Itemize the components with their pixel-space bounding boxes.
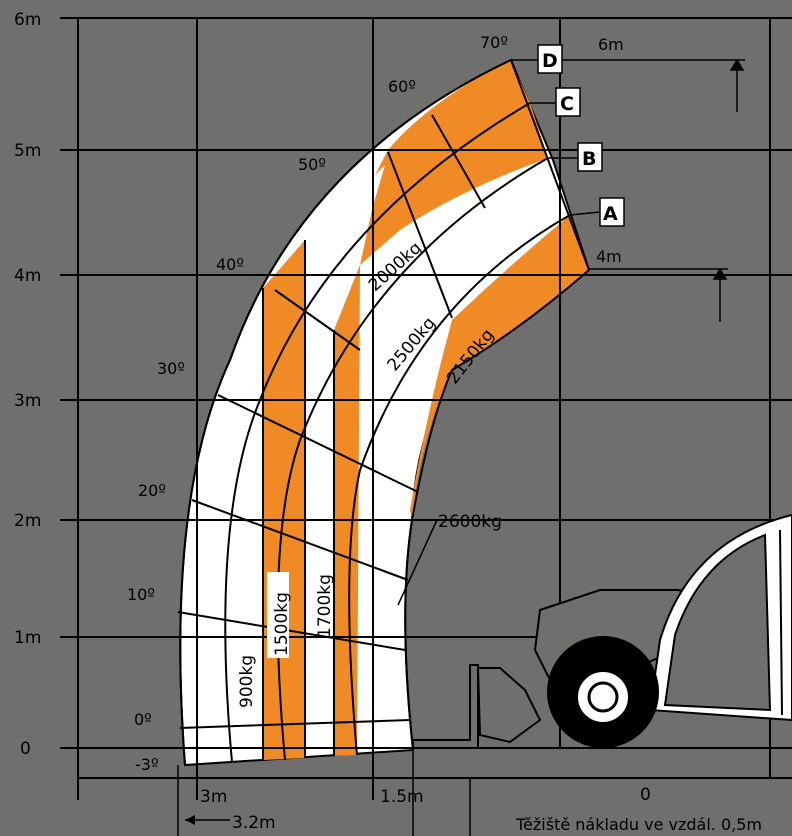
angle-20: 20º <box>138 481 166 500</box>
x-offset-label: 3.2m <box>232 813 276 833</box>
band-orange-a <box>410 215 589 520</box>
y-label-2m: 2m <box>14 511 41 531</box>
label-b: B <box>582 148 596 170</box>
arc-2 <box>224 102 531 763</box>
arc-4 <box>348 214 571 756</box>
y-label-3m: 3m <box>14 391 41 411</box>
radial-10 <box>177 611 406 651</box>
y-label-1m: 1m <box>14 628 41 648</box>
x-label-15m: 1.5m <box>380 787 424 807</box>
cab-frame <box>779 529 783 716</box>
wheel-hub <box>587 681 619 713</box>
load-2600: 2600kg <box>438 512 502 532</box>
leader-a <box>569 211 601 216</box>
angle-0: 0º <box>134 710 152 729</box>
radial-40 <box>274 289 361 351</box>
height-markers <box>562 58 745 322</box>
box-c <box>555 87 581 117</box>
y-label-6m: 6m <box>14 10 41 30</box>
boom-end-d <box>510 59 590 271</box>
box-b <box>577 142 603 172</box>
leader-2600 <box>397 519 438 606</box>
box-a <box>599 197 625 227</box>
label-c: C <box>560 93 574 115</box>
y-axis-labels: 6m 5m 4m 3m 2m 1m 0 <box>14 10 41 759</box>
angle-40: 40º <box>216 255 244 274</box>
arc-inner <box>404 269 590 751</box>
x-caption: Těžiště nákladu ve vzdál. 0,5m <box>515 815 762 834</box>
height-6m-label: 6m <box>598 35 624 54</box>
angle-labels: 70º 60º 50º 40º 30º 20º 10º 0º -3º <box>127 33 508 774</box>
load-900: 900kg <box>237 655 257 708</box>
load-1500-bg <box>267 572 289 658</box>
label-a: A <box>603 203 618 225</box>
y-label-0: 0 <box>20 739 31 759</box>
envelope-arcs <box>177 59 590 766</box>
radial-60 <box>431 114 486 209</box>
fork <box>412 664 479 749</box>
band-orange-1500 <box>263 240 305 760</box>
radial-20 <box>191 499 409 581</box>
radial-30 <box>217 394 419 493</box>
radial-50 <box>387 151 453 319</box>
box-d <box>537 44 563 74</box>
x-axis-labels: 3m 1.5m 0 3.2m Těžiště nákladu ve vzdál.… <box>177 750 762 836</box>
height-4m-label: 4m <box>596 247 622 266</box>
y-label-5m: 5m <box>14 141 41 161</box>
arc-outer <box>179 59 512 766</box>
angle-70: 70º <box>480 33 508 52</box>
boom-position-labels: D C B A <box>511 44 625 227</box>
angle-minus3: -3º <box>135 755 159 774</box>
angle-10: 10º <box>127 585 155 604</box>
load-1700: 1700kg <box>315 574 335 638</box>
y-label-4m: 4m <box>14 266 41 286</box>
x-label-0: 0 <box>640 785 651 805</box>
load-1500: 1500kg <box>272 592 292 656</box>
cab-window <box>663 533 772 712</box>
band-orange-1700 <box>334 265 360 756</box>
angle-30: 30º <box>157 359 185 378</box>
label-d: D <box>542 50 558 72</box>
telehandler-drawing <box>412 513 792 749</box>
height-4m-arrowhead <box>712 267 728 280</box>
radial-0 <box>179 719 411 729</box>
angle-50: 50º <box>298 155 326 174</box>
x-offset-arrowhead <box>185 815 195 825</box>
angle-60: 60º <box>388 77 416 96</box>
x-label-3m: 3m <box>200 787 227 807</box>
carriage <box>476 667 542 744</box>
height-6m-arrowhead <box>729 58 745 71</box>
